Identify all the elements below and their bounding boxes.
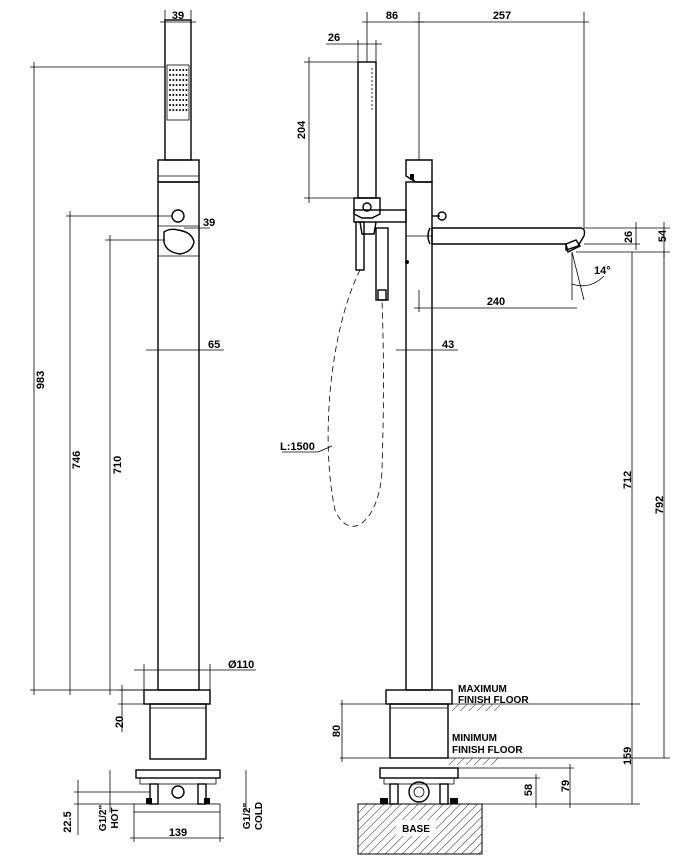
hose [327,269,384,527]
dim-knob-height: 746 [71,451,83,469]
min-floor-label-2: FINISH FLOOR [452,745,523,756]
side-handshower-holder [157,159,200,183]
front-hose-nipple [375,227,389,301]
dim-handshower-width-front: 26 [328,32,340,44]
spout [431,227,586,251]
front-view: BASE MAXIMUM FINISH FLOOR MINIMUM FINISH… [280,10,670,855]
front-column [405,181,433,691]
front-flange [385,689,453,705]
cold-connection-size: G1/2" [242,803,253,830]
dim-handshower-width-side: 39 [172,10,184,22]
side-lever [163,228,195,255]
dim-base-width: 139 [169,827,187,839]
dim-spout-thickness: 26 [623,231,635,243]
side-base-plate [135,769,221,779]
side-flange [143,689,211,705]
dim-spout-to-max-floor: 712 [622,471,634,489]
side-base-hole [171,785,185,799]
side-lower-body [149,703,207,760]
front-base-hole [408,781,430,803]
front-top-body [405,159,433,183]
dim-floor-range: 80 [331,725,343,737]
front-handshower [357,61,377,199]
cold-label: COLD [254,802,265,830]
front-holder [353,197,381,219]
dim-spout-reach-total: 257 [493,10,511,22]
dim-min-floor-to-bottom: 159 [622,747,634,765]
dim-base-height-b: 58 [523,784,535,796]
front-knob [437,211,447,221]
side-view: 39 983 746 710 39 65 Ø110 20 2 [30,10,265,842]
hot-label: HOT [110,807,121,828]
dim-column-width-front: 43 [442,339,454,351]
front-base-plate [379,767,459,779]
dim-lever-height: 710 [112,456,124,474]
dim-spout-drop: 54 [657,229,669,242]
dim-spout-offset: 86 [386,10,398,22]
front-lower-body [389,703,449,759]
dim-knob-width: 39 [203,217,215,229]
side-column [157,181,200,691]
dim-spout-to-base: 792 [654,496,666,514]
dim-flange-diameter: Ø110 [228,659,254,671]
hot-connection-size: G1/2" [98,805,109,832]
dim-pipe-offset: 22.5 [62,811,74,832]
min-floor-label-1: MINIMUM [452,733,497,744]
dim-spout-reach: 240 [487,296,505,308]
hose-length: L:1500 [280,441,315,453]
dim-flange-gap: 20 [114,716,126,728]
dim-total-height: 983 [35,371,47,389]
dim-base-height-a: 79 [560,780,572,792]
max-floor-label-1: MAXIMUM [458,684,507,695]
side-knob [171,209,185,223]
dim-spout-angle: 14° [594,265,611,277]
base-label: BASE [402,824,430,835]
dim-handshower-length: 204 [296,120,308,139]
spray-nozzle-grid [169,69,188,111]
max-floor-label-2: FINISH FLOOR [458,695,529,706]
dim-column-width-side: 65 [208,339,220,351]
